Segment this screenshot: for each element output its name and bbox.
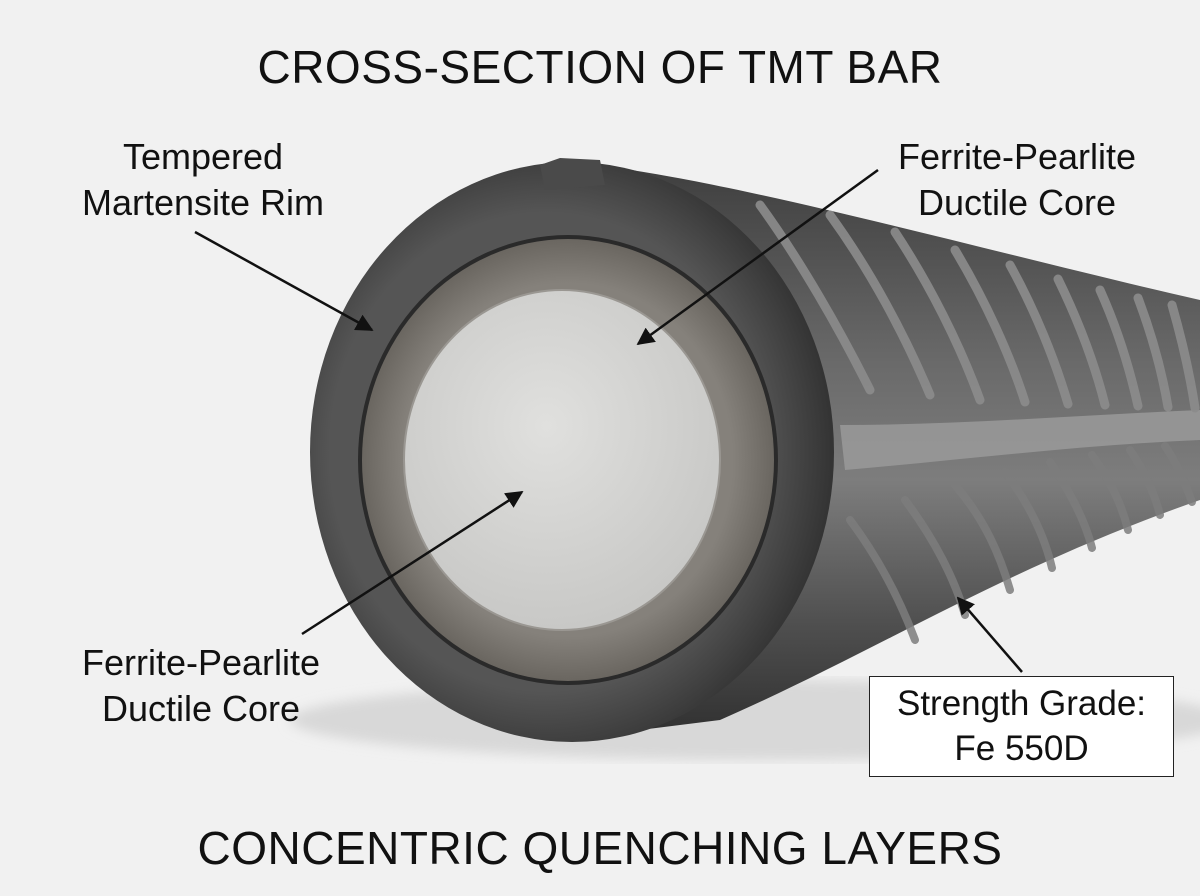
- arrow-core-lower: [301, 490, 524, 636]
- arrow-core-upper: [636, 168, 879, 346]
- diagram-subtitle: CONCENTRIC QUENCHING LAYERS: [197, 822, 1003, 874]
- diagram-title: CROSS-SECTION OF TMT BAR: [257, 41, 943, 93]
- transverse-ribs-lower: [846, 442, 1196, 644]
- label-ductile-core-lower-line2: Ductile Core: [101, 688, 301, 729]
- label-ductile-core-lower-line1: Ferrite-Pearlite: [81, 642, 321, 683]
- label-ductile-core-upper-line2: Ductile Core: [917, 182, 1117, 223]
- label-ductile-core-lower: Ferrite-Pearlite Ductile Core: [56, 640, 346, 732]
- transverse-ribs-upper: [755, 200, 1200, 413]
- label-ductile-core-upper-line1: Ferrite-Pearlite: [897, 136, 1137, 177]
- longitudinal-rib: [840, 410, 1200, 470]
- arrow-rim: [194, 230, 374, 332]
- arrow-grade: [956, 596, 1023, 673]
- strength-grade-box: Strength Grade: Fe 550D: [869, 676, 1174, 777]
- label-martensite-rim-line1: Tempered: [122, 136, 284, 177]
- label-martensite-rim: Tempered Martensite Rim: [48, 134, 358, 226]
- ductile-core: [403, 289, 721, 631]
- strength-grade-label: Strength Grade:: [896, 684, 1147, 723]
- label-martensite-rim-line2: Martensite Rim: [81, 182, 325, 223]
- strength-grade-value: Fe 550D: [954, 729, 1089, 768]
- rim-notch: [540, 158, 605, 190]
- label-ductile-core-upper: Ferrite-Pearlite Ductile Core: [872, 134, 1162, 226]
